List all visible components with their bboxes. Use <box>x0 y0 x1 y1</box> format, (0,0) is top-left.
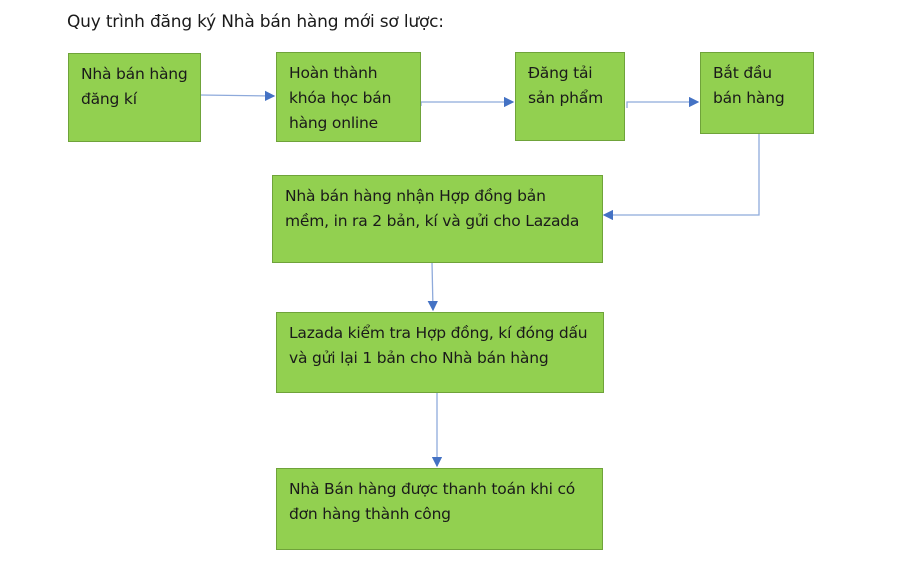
step-text: Nhà bán hàng nhận Hợp đồng bản mềm, in r… <box>285 187 580 230</box>
step-text: Bắt đầu bán hàng <box>713 64 785 107</box>
step-text: Lazada kiểm tra Hợp đồng, kí đóng dấu và… <box>289 324 588 367</box>
step-box-lazada-verify: Lazada kiểm tra Hợp đồng, kí đóng dấu và… <box>276 312 604 393</box>
step-box-complete-course: Hoàn thành khóa học bán hàng online <box>276 52 421 142</box>
arrow-3-4 <box>626 96 700 108</box>
step-text: Nhà bán hàng đăng kí <box>81 65 188 108</box>
step-box-register: Nhà bán hàng đăng kí <box>68 53 201 142</box>
step-box-receive-contract: Nhà bán hàng nhận Hợp đồng bản mềm, in r… <box>272 175 603 263</box>
step-box-start-selling: Bắt đầu bán hàng <box>700 52 814 134</box>
step-text: Hoàn thành khóa học bán hàng online <box>289 64 392 132</box>
step-text: Nhà Bán hàng được thanh toán khi có đơn … <box>289 480 576 523</box>
arrow-2-3 <box>420 96 515 108</box>
step-text: Đăng tải sản phẩm <box>528 64 603 107</box>
arrow-4-5 <box>602 133 760 221</box>
diagram-title: Quy trình đăng ký Nhà bán hàng mới sơ lư… <box>67 12 444 32</box>
arrow-1-2 <box>199 90 276 102</box>
step-box-get-paid: Nhà Bán hàng được thanh toán khi có đơn … <box>276 468 603 550</box>
step-box-upload-products: Đăng tải sản phẩm <box>515 52 625 141</box>
arrow-5-6 <box>427 261 439 312</box>
